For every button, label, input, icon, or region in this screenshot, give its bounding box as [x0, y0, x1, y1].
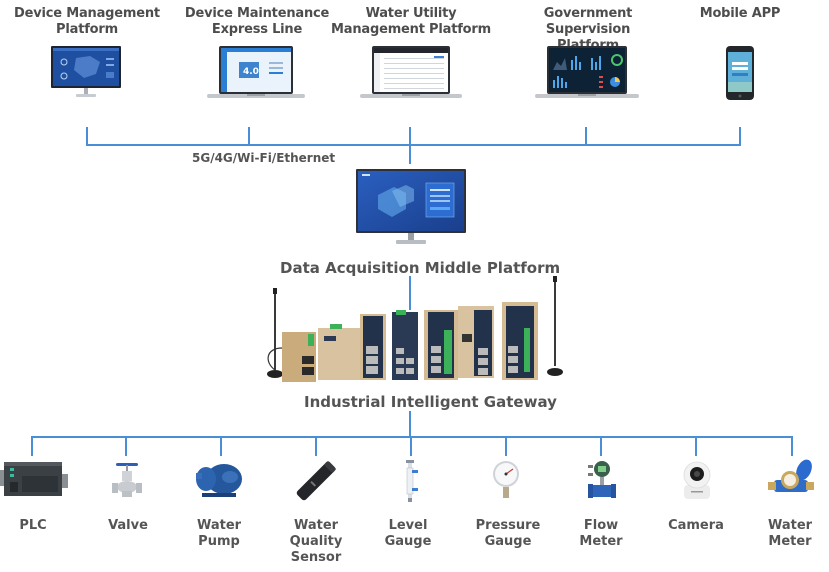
connector-line	[409, 276, 411, 310]
platform-label-water-utility: Water Utility Management Platform	[331, 6, 491, 37]
flow-meter-icon	[586, 459, 616, 501]
gateway-devices-icon	[262, 272, 572, 384]
connector-line	[695, 436, 697, 456]
connector-line	[410, 436, 412, 456]
water-meter-icon	[768, 458, 814, 498]
platform-label-device-maintenance: Device Maintenance Express Line	[184, 6, 330, 37]
device-label-valve: Valve	[108, 518, 148, 533]
laptop-icon: 4.0	[207, 46, 305, 100]
device-label-water-meter: Water Meter	[767, 518, 813, 549]
pressure-gauge-icon	[491, 460, 521, 500]
connector-line	[409, 411, 411, 437]
connector-line	[248, 127, 250, 146]
connector-line	[505, 436, 507, 456]
connector-line	[31, 436, 33, 456]
water-quality-sensor-icon	[296, 460, 336, 502]
level-gauge-icon	[400, 460, 420, 502]
connector-line	[739, 127, 741, 146]
device-label-water-quality-sensor: Water Quality Sensor	[289, 518, 343, 565]
platform-label-device-management: Device Management Platform	[14, 6, 160, 37]
top-bus-line	[86, 144, 741, 146]
monitor-icon	[356, 169, 466, 245]
bottom-bus-line	[31, 436, 793, 438]
laptop-charts-icon	[535, 46, 639, 100]
water-pump-icon	[194, 461, 244, 499]
valve-icon	[112, 461, 142, 499]
laptop-table-icon	[360, 46, 462, 100]
middle-platform-label: Data Acquisition Middle Platform	[280, 259, 561, 277]
svg-text:4.0: 4.0	[243, 67, 259, 77]
plc-icon	[0, 460, 68, 500]
platform-label-mobile-app: Mobile APP	[699, 6, 781, 21]
device-label-flow-meter: Flow Meter	[579, 518, 623, 549]
monitor-dashboard-icon	[50, 46, 122, 98]
device-label-level-gauge: Level Gauge	[384, 518, 432, 549]
smartphone-icon	[726, 46, 754, 100]
device-label-camera: Camera	[668, 518, 724, 533]
connector-line	[125, 436, 127, 456]
connector-line	[220, 436, 222, 456]
connector-line	[315, 436, 317, 456]
connector-line	[86, 127, 88, 146]
connector-line	[585, 127, 587, 146]
connector-line	[600, 436, 602, 456]
device-label-pressure-gauge: Pressure Gauge	[475, 518, 541, 549]
camera-icon	[681, 459, 713, 501]
device-label-water-pump: Water Pump	[196, 518, 242, 549]
connector-line	[791, 436, 793, 456]
device-label-plc: PLC	[19, 518, 47, 533]
network-label: 5G/4G/Wi-Fi/Ethernet	[192, 151, 336, 165]
gateway-label: Industrial Intelligent Gateway	[304, 393, 557, 411]
